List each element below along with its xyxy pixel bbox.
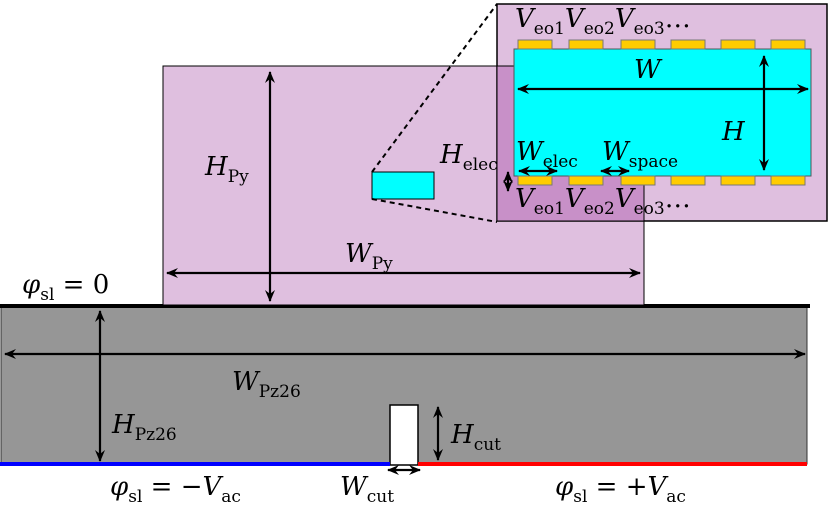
electrode-bottom-2	[568, 175, 604, 186]
w-elec-label: Welec	[516, 137, 578, 172]
phi-top-label: φsl = 0	[22, 270, 109, 305]
veo-bottom-labels: Veo1Veo2Veo3…	[515, 184, 691, 219]
electrode-top-5	[720, 39, 756, 50]
w-py-label: WPy	[345, 239, 393, 274]
electrode-top-2	[568, 39, 604, 50]
w-space-label: Wspace	[602, 137, 678, 172]
h-cut-label: Hcut	[450, 420, 501, 455]
electrode-top-6	[770, 39, 806, 50]
zoom-line-bottom	[371, 198, 498, 223]
electrode-bottom-1	[517, 175, 553, 186]
w-pz26-label: WPz26	[232, 367, 301, 402]
w-label: W	[634, 55, 663, 85]
w-cut-label: Wcut	[340, 472, 394, 507]
veo-top-labels: Veo1Veo2Veo3…	[515, 4, 691, 39]
electrode-top-3	[620, 39, 656, 50]
electrode-bottom-4	[670, 175, 706, 186]
electrodes	[517, 39, 806, 186]
h-pz26-label: HPz26	[111, 410, 177, 445]
zoom-line-top	[371, 3, 498, 173]
electrode-top-4	[670, 39, 706, 50]
h-py-label: HPy	[204, 152, 249, 187]
electrode-bottom-5	[720, 175, 756, 186]
small-waveguide	[371, 171, 435, 200]
phi-negative-label: φsl = −Vac	[110, 472, 241, 507]
cut-notch	[389, 404, 419, 466]
electrode-top-1	[517, 39, 553, 50]
h-elec-label: Helec	[439, 140, 498, 175]
phi-positive-label: φsl = +Vac	[555, 472, 686, 507]
h-label: H	[721, 117, 746, 147]
electrode-bottom-3	[620, 175, 656, 186]
electrode-bottom-6	[770, 175, 806, 186]
